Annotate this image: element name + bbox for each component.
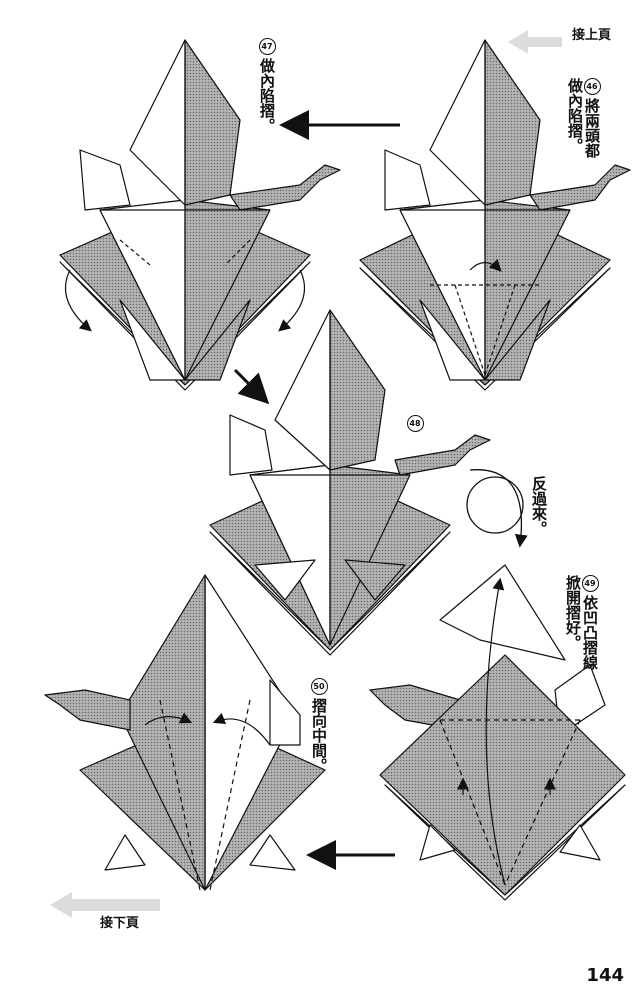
- step-46-label: 46將兩頭都做內陷摺。: [566, 78, 601, 158]
- nav-label-previous[interactable]: 接上頁: [572, 28, 612, 43]
- arrow-47-to-48: [233, 368, 270, 405]
- page-number: 144: [586, 965, 624, 986]
- step-47-number: 47: [258, 38, 276, 55]
- step-48-number: 48: [406, 415, 424, 432]
- step-46-number: 46: [583, 78, 601, 95]
- figure-step-48: [209, 309, 491, 656]
- figure-step-50: [44, 574, 326, 891]
- figure-step-46: [359, 39, 631, 391]
- nav-arrow-top: [508, 30, 562, 54]
- step-47-label: 47 做內陷摺。: [258, 38, 276, 133]
- figure-step-49: [369, 564, 626, 901]
- figure-step-47: [59, 39, 341, 391]
- step-49-label: 49依凹凸摺線掀開摺好。: [564, 575, 599, 675]
- step-48-label: 48: [406, 415, 424, 435]
- step-50-text: 摺向中間。: [310, 698, 328, 773]
- step-49-number: 49: [581, 575, 599, 592]
- step-50-number: 50: [310, 678, 328, 695]
- nav-arrow-bottom: [50, 892, 160, 918]
- step-46-text: 將兩頭都做內陷摺。: [566, 78, 601, 158]
- turn-over-text: 反過來。: [530, 476, 548, 536]
- step-49-text: 依凹凸摺線掀開摺好。: [564, 575, 599, 670]
- step-50-label: 50 摺向中間。: [310, 678, 328, 773]
- nav-label-next[interactable]: 接下頁: [100, 916, 140, 931]
- turn-over-symbol: [466, 469, 528, 548]
- step-47-text: 做內陷摺。: [258, 58, 276, 133]
